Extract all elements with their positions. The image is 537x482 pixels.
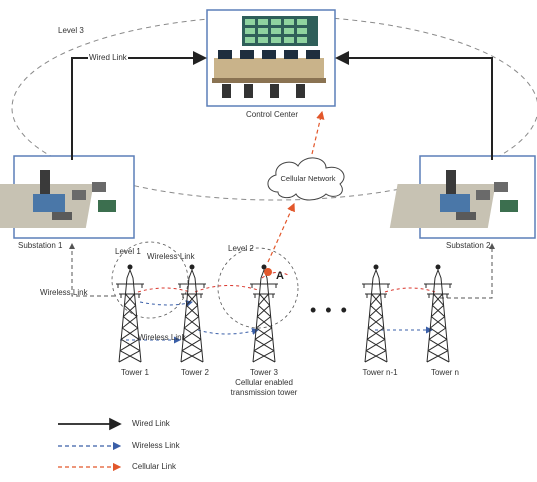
wireless-link-tower1-to-sub1 — [69, 243, 115, 297]
substation2-label: Substation 2 — [446, 241, 491, 250]
level3-label: Level 3 — [58, 26, 84, 35]
tower-red-links — [137, 272, 436, 293]
tower2-label: Tower 2 — [180, 368, 209, 377]
level1-range — [111, 241, 189, 319]
wireless-link-towern-to-sub2 — [440, 243, 495, 299]
wired-link-label: Wired Link — [88, 53, 128, 62]
towern1-label: Tower n-1 — [362, 368, 398, 377]
tower-1-icon — [116, 264, 144, 363]
tower-3-icon — [250, 264, 278, 363]
tower-n-1-icon — [362, 264, 390, 363]
cellular-link-cloud-to-control — [311, 110, 325, 155]
legend-wireless-label: Wireless Link — [132, 441, 180, 450]
tower3-label: Tower 3 — [249, 368, 278, 377]
wireless-link-label-bottom: Wireless Link — [138, 333, 186, 342]
level2-label: Level 2 — [228, 244, 254, 253]
towern-label: Tower n — [430, 368, 459, 377]
substation1-image — [0, 155, 135, 239]
tower-n-icon — [424, 264, 452, 363]
substation1-label: Substation 1 — [18, 241, 63, 250]
cellular-network-label: Cellular Network — [280, 174, 336, 183]
tower1-label: Tower 1 — [120, 368, 149, 377]
wired-link-substation1 — [71, 51, 207, 160]
level1-label: Level 1 — [115, 247, 141, 256]
wireless-link-label-top: Wireless Link — [147, 252, 195, 261]
legend-wired-label: Wired Link — [132, 419, 170, 428]
cellular-network-cloud — [267, 157, 345, 201]
tower3-sub1-label: Cellular enabled — [235, 378, 293, 387]
control-center-image — [206, 9, 336, 107]
cellular-link-tower3-to-cloud — [267, 202, 295, 263]
ellipsis-dots: • • • — [310, 300, 349, 320]
marker-a-label: A — [276, 270, 284, 282]
control-center-label: Control Center — [245, 110, 299, 119]
wireless-link-label-left: Wireless Link — [40, 288, 88, 297]
tower3-sub2-label: transmission tower — [230, 388, 298, 397]
tower-2-icon — [178, 264, 206, 363]
legend-cellular-label: Cellular Link — [132, 462, 177, 471]
level2-range — [217, 247, 299, 329]
wired-link-substation2 — [335, 51, 493, 160]
substation2-image — [389, 155, 536, 239]
cellular-antenna-icon — [264, 268, 272, 276]
